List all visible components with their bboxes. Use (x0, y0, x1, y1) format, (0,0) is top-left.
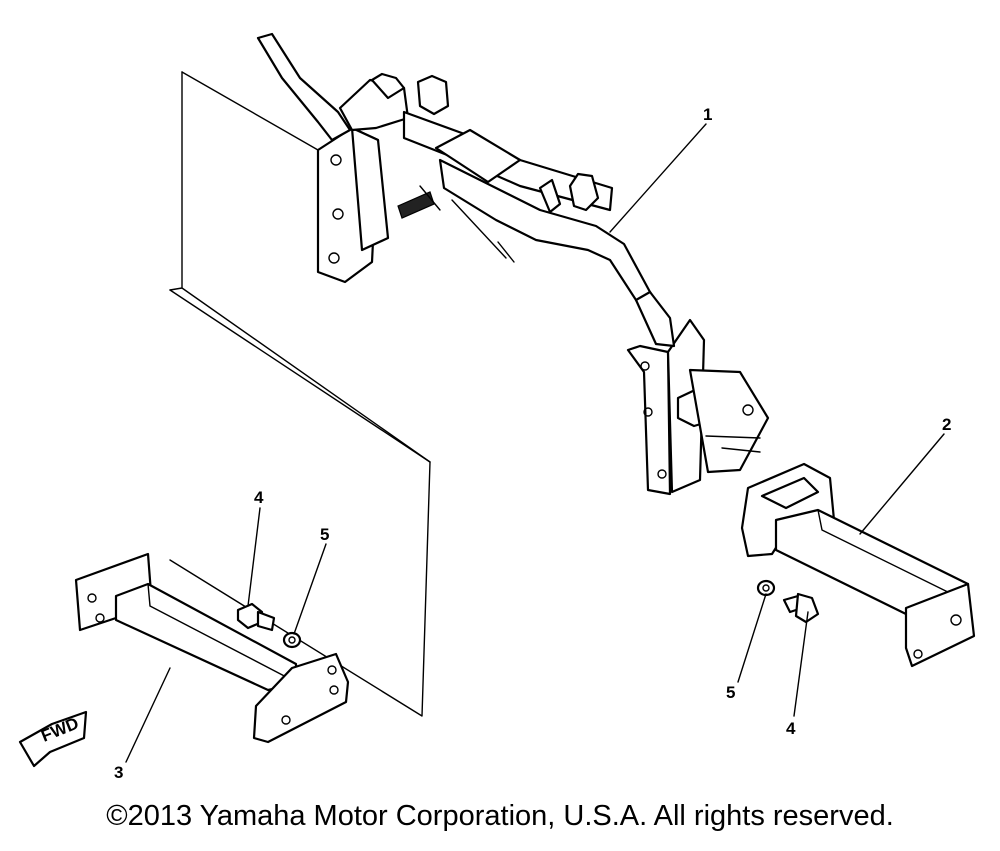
leader-line-2 (859, 433, 945, 535)
leader-line-1 (609, 123, 707, 233)
callout-2: 2 (942, 415, 951, 434)
assembly-outline-edges (169, 71, 431, 463)
bolt-right (782, 592, 820, 624)
leader-line-5-right (737, 593, 767, 683)
leader-line-4-right (793, 611, 809, 717)
callout-4-right: 4 (786, 719, 796, 738)
washer-right (756, 579, 776, 597)
leader-line-3 (125, 667, 171, 763)
washer-left (282, 631, 302, 649)
leader-line-4-left (247, 507, 261, 607)
callout-5-left: 5 (320, 525, 329, 544)
leader-line-5-left (293, 543, 327, 635)
bolt-left (236, 602, 276, 632)
callout-4-left: 4 (254, 488, 264, 507)
main-frame (256, 32, 770, 496)
fwd-arrow-icon: FWD (18, 710, 88, 768)
callout-3: 3 (114, 763, 123, 782)
rear-bracket (740, 462, 976, 668)
callout-1: 1 (703, 105, 712, 124)
copyright-notice: ©2013 Yamaha Motor Corporation, U.S.A. A… (106, 800, 894, 832)
front-bracket (74, 552, 350, 744)
callout-5-right: 5 (726, 683, 735, 702)
